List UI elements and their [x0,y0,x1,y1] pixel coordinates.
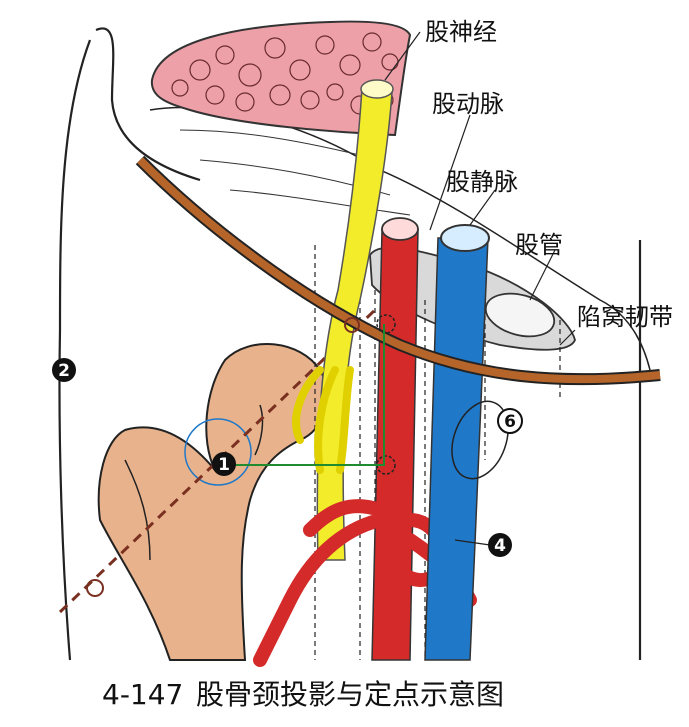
marker-4-leader [454,539,491,546]
thigh-outline [58,27,642,661]
marker-2: 2 [52,358,76,382]
label-lacunar-ligament: 陷窝韧带 [577,303,673,331]
inguinal-ligament-fill [137,157,661,384]
label-leaders [384,31,576,346]
label-femoral-vein: 股静脉 [446,168,518,196]
marker-4: 4 [488,533,512,557]
saphenous-opening [451,400,509,480]
femoral-artery-cut [381,217,419,241]
marker-6: 6 [497,408,523,434]
label-femoral-artery: 股动脉 [432,90,504,118]
figure-number: 4-147 [102,678,183,711]
femoral-artery [371,229,419,661]
svg-text:6: 6 [504,412,516,432]
femoral-head-circle [184,418,252,486]
femoral-neck-axis-line [58,308,377,614]
artery-bottom-marker [376,455,396,475]
figure-title: 股骨颈投影与定点示意图 [196,678,504,711]
artery-top-marker [376,314,396,334]
axis-end-circle [86,579,104,597]
muscle-section [150,20,412,137]
svg-text:2: 2 [58,361,70,381]
femoral-canal [484,292,556,338]
femoral-vein-cut [440,224,490,252]
femur-detail-lines [124,404,264,561]
femoral-nerve-branches [292,366,354,474]
localization-lines [218,324,385,466]
femoral-nerve [316,87,393,561]
ligament-midpoint-circle [344,317,360,333]
femur [97,343,329,661]
artery-branches [253,499,477,667]
marker-1: 1 [212,452,236,476]
svg-text:1: 1 [218,455,230,475]
label-femoral-canal: 股管 [515,231,563,259]
femoral-nerve-cut [360,79,394,99]
label-femoral-nerve: 股神经 [425,18,497,46]
svg-text:4: 4 [494,536,506,556]
